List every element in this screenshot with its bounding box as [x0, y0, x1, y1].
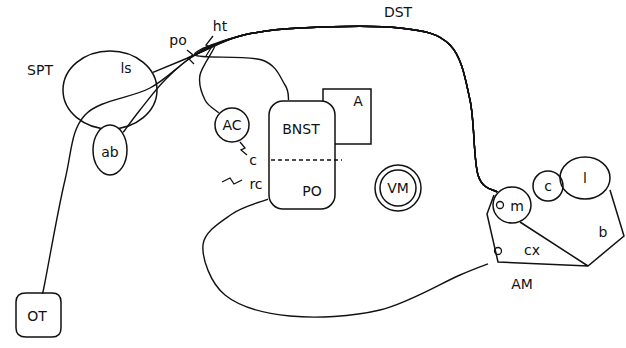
outline-shape — [560, 157, 610, 199]
node-label: cx — [524, 242, 540, 258]
nucleus-box: BNST PO — [268, 100, 336, 210]
node-label: BNST — [282, 121, 320, 137]
nucleus-circle: c — [532, 170, 564, 202]
outline-shape — [487, 190, 624, 266]
fiber-tract — [43, 26, 498, 293]
tract-label: po — [169, 32, 186, 48]
lesion-zigzag — [240, 142, 247, 155]
node-label: ls — [120, 60, 131, 76]
tract-label: ht — [213, 18, 227, 34]
outline-shape — [493, 187, 531, 223]
outline-shape — [215, 108, 249, 142]
amygdala-outline: AMmclbcx — [486, 154, 624, 268]
tubercle-shape: OT — [14, 292, 62, 338]
nucleus-ellipse: l — [559, 156, 611, 200]
outline-shape — [533, 171, 563, 201]
commissure-circle: AC — [214, 107, 250, 143]
fiber-tract — [194, 26, 497, 192]
node-label: PO — [302, 183, 321, 199]
node-label: VM — [387, 180, 409, 196]
nucleus-double-circle: VM — [374, 164, 422, 212]
lesion-zigzag — [222, 178, 242, 184]
node-label: A — [353, 93, 363, 109]
outline-shape — [16, 293, 61, 337]
outline-shape — [269, 101, 335, 209]
region-ellipse: SPTls — [62, 50, 158, 130]
node-outline — [268, 160, 336, 210]
node-outline — [62, 50, 158, 130]
cell-body — [497, 202, 504, 209]
tract-label: c — [249, 152, 257, 168]
node-label: m — [510, 198, 524, 214]
outline-shape — [63, 51, 157, 129]
outline-shape — [93, 125, 127, 175]
node-label: AC — [222, 117, 241, 133]
node-outline — [486, 154, 624, 268]
node-label: SPT — [27, 62, 53, 78]
node-label: OT — [27, 308, 47, 324]
node-label: b — [599, 224, 608, 240]
tract-label: rc — [249, 176, 262, 192]
nucleus-region: cx — [488, 222, 588, 266]
node-outline — [268, 100, 336, 210]
outline-shape — [271, 159, 342, 161]
node-label: AM — [511, 276, 533, 292]
node-label: c — [544, 178, 552, 194]
fiber-tract — [195, 26, 498, 192]
outline-shape — [375, 165, 421, 211]
node-label: l — [583, 170, 587, 186]
nucleus-ellipse: ab — [92, 124, 128, 176]
subregion-box: PO — [268, 160, 336, 210]
tract-label: DST — [384, 4, 412, 20]
nucleus-ellipse: m — [492, 186, 532, 224]
fiber-tract — [203, 199, 488, 317]
node-label: ab — [101, 144, 118, 160]
